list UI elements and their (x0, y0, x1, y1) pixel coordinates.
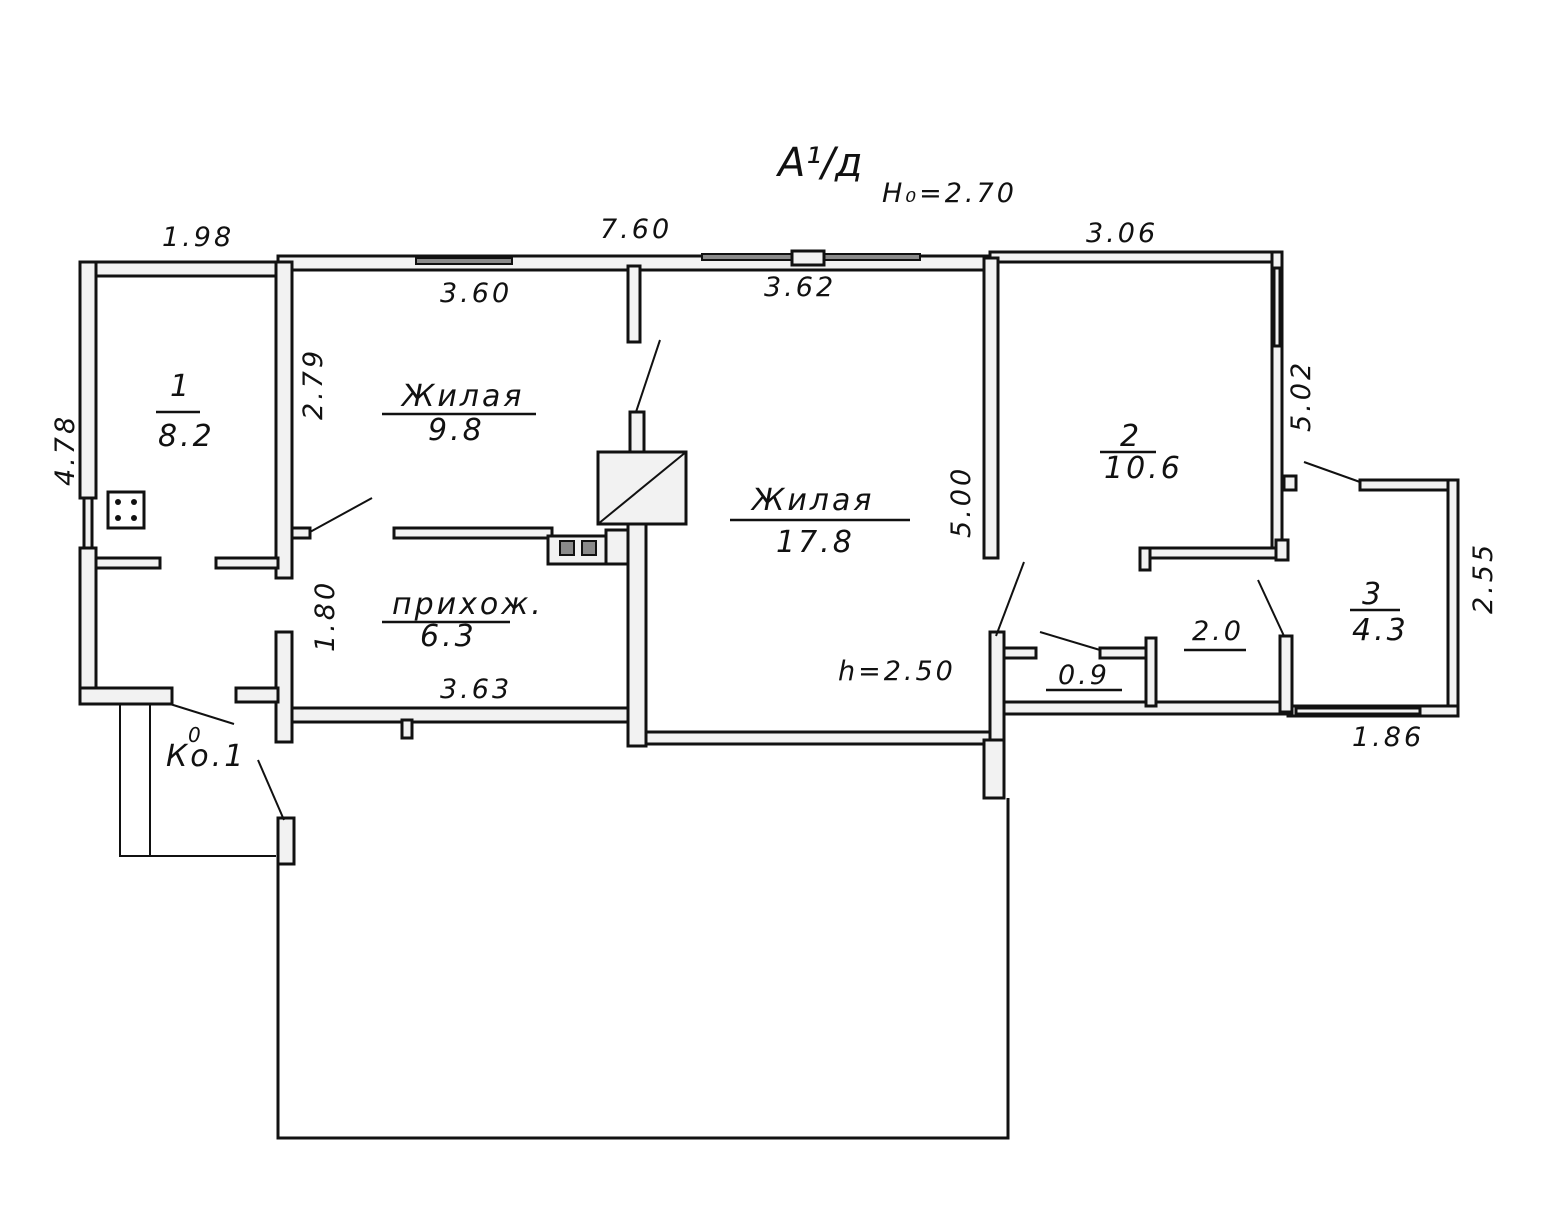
wall-kitchen-right-upper (274, 260, 294, 580)
wall-room3-top (1358, 478, 1458, 492)
labels: А¹/д H₀=2.70 h=2.50 1.98 7.60 3.06 3.60 … (50, 140, 1499, 774)
room-3-area: 4.3 (1352, 613, 1409, 648)
stove-hob-side (604, 528, 630, 566)
room-small-b-area: 0.9 (1058, 660, 1110, 691)
stove-hob (546, 534, 608, 566)
wall-zhilaya-divider (392, 526, 554, 540)
wall-room2-right-end (1274, 538, 1290, 562)
wall-room2-left-lower (988, 630, 1006, 746)
room-zhilaya-2-name: Жилая (750, 483, 874, 518)
wall-room3-left-stub (1282, 474, 1298, 492)
interior-walls (94, 256, 1298, 866)
wall-bottom-left (78, 686, 174, 706)
dim-5-00: 5.00 (946, 466, 977, 538)
room-2-area: 10.6 (1104, 451, 1183, 486)
room-zhilaya-1-area: 9.8 (428, 413, 485, 448)
wall-room3-right (1446, 478, 1460, 718)
dim-7-60: 7.60 (600, 214, 672, 245)
room-prikhozh-area: 6.3 (420, 619, 477, 654)
window-top-2-mullion (790, 249, 826, 267)
wall-small-divider (1144, 636, 1158, 708)
porch-label: Ко.1 (166, 739, 246, 774)
room-zhilaya-2-area: 17.8 (776, 525, 855, 560)
room-prikhozh-name: прихож. (392, 587, 544, 622)
porch-label-sup: 0 (188, 723, 204, 747)
wall-partition-mid (628, 410, 646, 454)
wall-partition-upper (626, 264, 642, 344)
dim-2-79: 2.79 (298, 348, 329, 420)
dim-1-86: 1.86 (1352, 722, 1424, 753)
dim-2-55: 2.55 (1468, 542, 1499, 614)
terrace-outline (276, 798, 1010, 1140)
dim-1-98: 1.98 (162, 222, 234, 253)
room-zhilaya-1-name: Жилая (400, 379, 524, 414)
wall-porch-stub (276, 816, 296, 866)
wall-vestibule-stub (982, 738, 1006, 800)
stove (546, 450, 688, 566)
cooker-icon (106, 490, 146, 530)
wall-partition-lower (626, 522, 648, 748)
wall-hall-bottom-tick (400, 718, 414, 740)
room-1-number: 1 (170, 369, 192, 404)
height-main: H₀=2.70 (882, 178, 1017, 209)
dim-3-60: 3.60 (440, 278, 512, 309)
wall-left-upper (78, 260, 98, 500)
wall-bottom-hall (278, 706, 644, 724)
wall-small-top (1098, 646, 1148, 660)
wall-top-left (78, 260, 282, 278)
wall-room2-bottom-stub (1138, 546, 1284, 560)
wall-small-stub (1002, 646, 1038, 660)
wall-top-right (988, 250, 1280, 264)
dim-3-63: 3.63 (440, 674, 512, 705)
wall-door-stub (290, 526, 312, 540)
wall-room3-left (1278, 634, 1294, 714)
wall-room2-left (982, 256, 1000, 560)
porch-outline (119, 704, 1010, 1140)
wall-left-lower (78, 546, 98, 706)
dim-5-02: 5.02 (1286, 360, 1317, 432)
dim-4-78: 4.78 (50, 414, 81, 486)
wall-hall-stub (234, 686, 280, 704)
window-right-room2 (1272, 266, 1282, 348)
plan-title: А¹/д (775, 140, 863, 186)
wall-kitchen-mid-a (94, 556, 162, 570)
room-3-number: 3 (1362, 577, 1384, 612)
dim-1-80: 1.80 (310, 580, 341, 652)
room-small-a-area: 2.0 (1192, 616, 1244, 647)
door-swings (169, 339, 1361, 821)
room-1-area: 8.2 (158, 419, 215, 454)
window-top-1 (415, 257, 513, 265)
window-left (82, 496, 94, 552)
room-2-number: 2 (1120, 419, 1142, 454)
wall-bottom-living (638, 730, 1006, 746)
window-room3-bottom (1294, 706, 1422, 716)
dim-3-62: 3.62 (764, 272, 836, 303)
dim-3-06: 3.06 (1086, 218, 1158, 249)
wall-room2-bottom-stub-v (1138, 546, 1152, 572)
height-kitchen-block: h=2.50 (838, 656, 956, 687)
wall-kitchen-mid-b (214, 556, 280, 570)
